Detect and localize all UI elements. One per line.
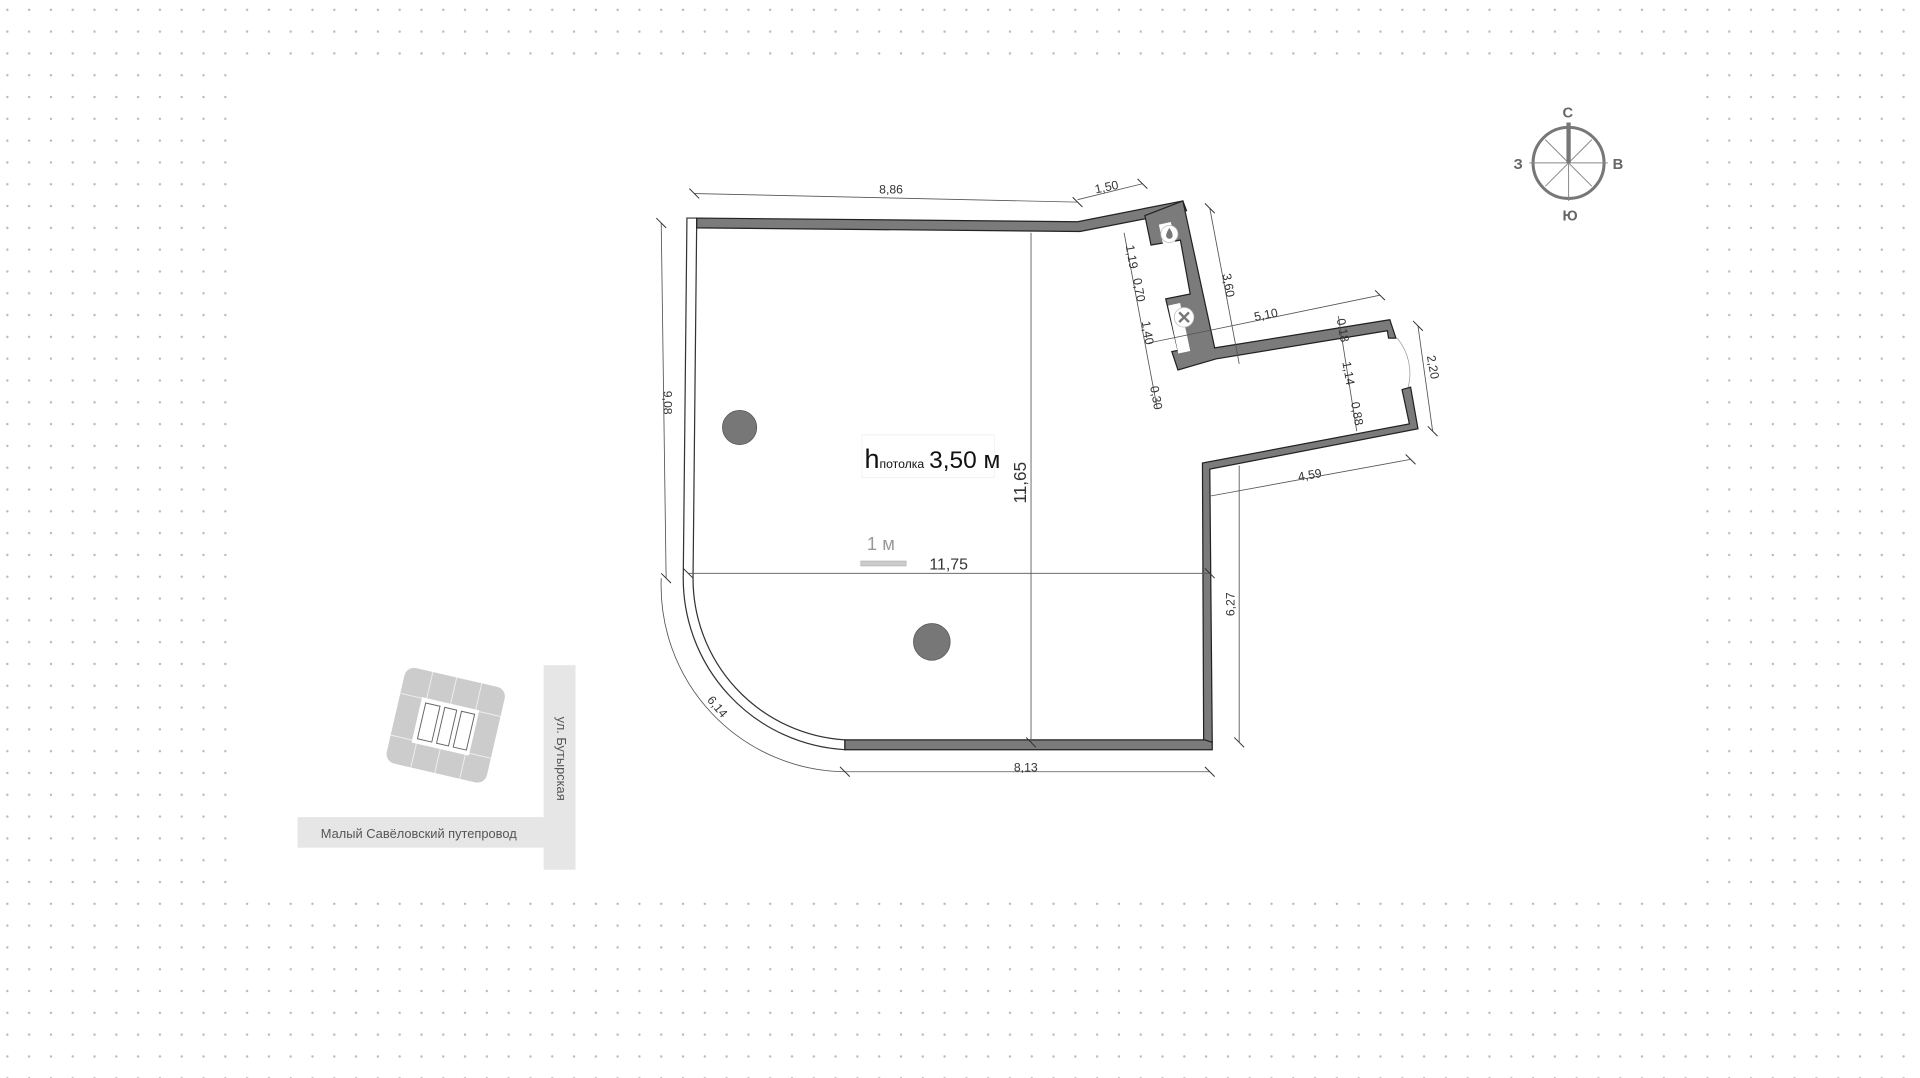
ceiling-h: h: [864, 444, 879, 474]
site-map: Малый Савёловский путепровод ул. Бутырск…: [297, 665, 576, 870]
street-horizontal-label: Малый Савёловский путепровод: [321, 826, 517, 841]
compass-north: С: [1562, 106, 1573, 122]
dim-corr-a: 0,18: [1334, 317, 1352, 343]
dim-shaft-height: 3,60: [1219, 272, 1237, 298]
dim-step: 4,59: [1297, 466, 1323, 484]
dim-corridor: 5,10: [1253, 306, 1279, 324]
dim-corr-c: 0,88: [1348, 401, 1366, 427]
dim-top: 8,86: [879, 183, 903, 197]
dim-center-horizontal: 11,75: [929, 557, 968, 574]
ventilation-fan-icon: [1173, 307, 1195, 328]
scale-bar: 1 м: [860, 533, 907, 567]
building-footprint: [386, 667, 505, 783]
compass-east: В: [1613, 157, 1624, 173]
compass-west: З: [1513, 157, 1522, 173]
dim-right-lower: 6,27: [1223, 592, 1237, 616]
dim-center-vertical: 11,65: [1010, 462, 1030, 504]
dim-door: 2,20: [1424, 354, 1442, 380]
shaft-wall: [1144, 200, 1397, 371]
dimension-lines: 8,86 1,50 9,08 11,65 11,75 6,14 8,13 6,2…: [655, 178, 1442, 777]
street-vertical-label: ул. Бутырская: [554, 717, 569, 801]
dim-shaft-c: 1,40: [1139, 320, 1157, 346]
ceiling-sub: потолка: [879, 457, 924, 471]
top-wall: [696, 200, 1188, 233]
compass-icon: С В Ю З: [1513, 106, 1623, 225]
bottom-wall: [844, 739, 1213, 751]
scale-label: 1 м: [867, 533, 895, 554]
dim-left: 9,08: [661, 391, 675, 415]
dim-shaft-b: 0,70: [1130, 277, 1148, 303]
street-horizontal: [297, 817, 547, 848]
ceiling-height-label: hпотолка 3,50 м: [861, 434, 1000, 479]
water-drop-icon: [1160, 225, 1179, 243]
compass-south: Ю: [1562, 208, 1577, 224]
dim-top-right: 1,50: [1093, 178, 1119, 197]
street-vertical: [543, 665, 576, 870]
column: [913, 623, 951, 661]
dim-corr-b: 1,14: [1339, 360, 1357, 386]
column: [722, 410, 758, 446]
dim-bottom: 8,13: [1014, 761, 1038, 775]
riser-lower: [1168, 303, 1191, 354]
plan-area-background: [232, 71, 1690, 902]
door-swing: [1396, 337, 1411, 388]
dim-shaft-d: 0,30: [1147, 385, 1165, 411]
floor-plan: [682, 200, 1419, 751]
ceiling-value: 3,50 м: [929, 447, 1000, 474]
dim-shaft-a: 1,19: [1123, 244, 1141, 270]
